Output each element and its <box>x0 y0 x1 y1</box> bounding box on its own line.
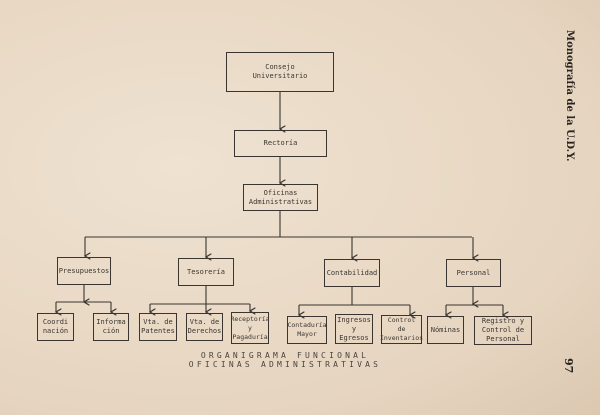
box-control-inventarios: Control de Inventarios <box>379 315 424 344</box>
box-vta-derechos: Vta. de Derechos <box>186 313 223 341</box>
box-ingresos-egresos: Ingresos y Egresos <box>335 314 373 344</box>
page-number: 97 <box>562 358 575 374</box>
box-nominas: Nóminas <box>427 316 464 344</box>
box-registro-control-personal: Registro y Control de Personal <box>474 316 532 345</box>
box-contabilidad: Contabilidad <box>324 259 380 287</box>
box-tesoreria: Tesorería <box>178 258 234 286</box>
box-receptoria-pagaduria: Receptoría y Pagaduría <box>230 312 270 344</box>
running-title: Monografía de la U.D.Y. <box>564 30 575 162</box>
box-consejo-universitario: Consejo Universitario <box>226 52 334 92</box>
box-vta-patentes: Vta. de Patentes <box>139 313 177 341</box>
box-presupuestos: Presupuestos <box>57 257 111 285</box>
box-personal: Personal <box>446 259 501 287</box>
box-coordinacion: Coordi nación <box>37 313 74 341</box>
box-informacion: Informa ción <box>93 313 129 341</box>
caption-line-1: ORGANIGRAMA FUNCIONAL <box>200 351 370 360</box>
box-oficinas-administrativas: Oficinas Administrativas <box>243 184 318 211</box>
box-contaduria-mayor: Contaduría Mayor <box>287 316 327 344</box>
caption-line-2: OFICINAS ADMINISTRATIVAS <box>188 360 382 369</box>
box-rectoria: Rectoría <box>234 130 327 157</box>
